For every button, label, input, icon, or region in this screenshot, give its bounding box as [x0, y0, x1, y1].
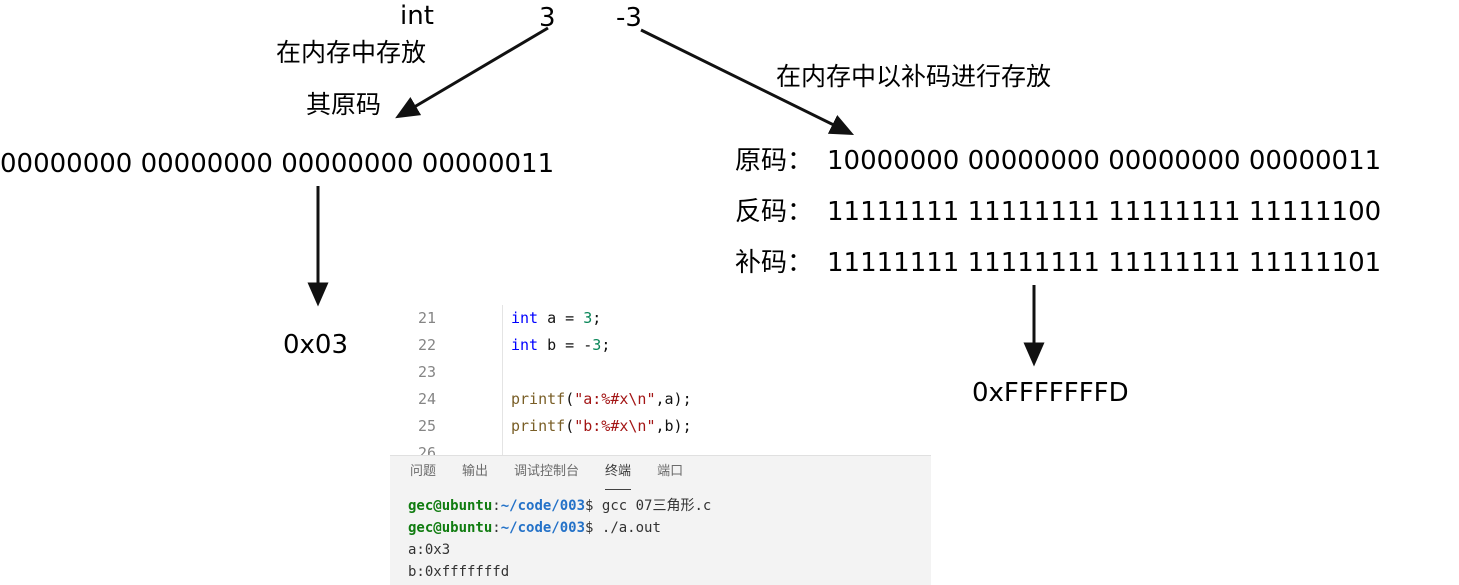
- code-line[interactable]: 25 printf("b:%#x\n",b);: [390, 413, 931, 440]
- line-number: 25: [417, 417, 436, 435]
- positive-binary-value: 00000000 00000000 00000000 00000011: [0, 149, 555, 179]
- line-number: 24: [417, 390, 436, 408]
- code-text: int a = 3;: [502, 305, 601, 332]
- code-token: 3: [583, 309, 593, 327]
- hex-result-positive: 0x03: [283, 330, 349, 360]
- code-token: printf: [511, 417, 566, 435]
- terminal-prompt-line: gec@ubuntu:~/code/003$ ./a.out: [408, 517, 931, 539]
- prompt-command: ./a.out: [601, 520, 661, 536]
- code-token: "a:%#x\n": [574, 390, 656, 408]
- int-type-label: int: [400, 1, 434, 31]
- code-token: ;: [592, 309, 602, 327]
- terminal-output-line: b:0xfffffffd: [408, 564, 510, 580]
- value-negative-3: -3: [616, 3, 642, 33]
- binary-row: 补码： 11111111 11111111 11111111 11111101: [735, 246, 1381, 280]
- code-line[interactable]: 22 int b = -3;: [390, 332, 931, 359]
- binary-row-label: 原码：: [735, 146, 814, 176]
- code-text: printf("b:%#x\n",b);: [502, 413, 692, 440]
- code-token: 3: [592, 336, 602, 354]
- prompt-symbol: $: [585, 498, 602, 514]
- tab-output[interactable]: 输出: [462, 464, 489, 479]
- binary-row: 反码： 11111111 11111111 11111111 11111100: [735, 195, 1381, 229]
- code-token: int: [511, 309, 539, 327]
- right-note: 在内存中以补码进行存放: [776, 62, 1052, 91]
- prompt-command: gcc 07三角形.c: [601, 498, 712, 514]
- left-note-line2: 其原码: [306, 90, 382, 119]
- code-text: [502, 359, 511, 386]
- terminal-prompt-line: gec@ubuntu:~/code/003$ gcc 07三角形.c: [408, 495, 931, 517]
- tab-terminal[interactable]: 终端: [605, 456, 632, 490]
- value-positive-3: 3: [539, 3, 556, 33]
- code-token: b = -: [538, 336, 593, 354]
- code-text: printf("a:%#x\n",a);: [502, 386, 692, 413]
- code-token: (: [565, 390, 575, 408]
- left-note-line1: 在内存中存放: [276, 38, 427, 67]
- right-binary-rows: 原码： 10000000 00000000 00000000 00000011 反码…: [735, 144, 1381, 297]
- code-text: int b = -3;: [502, 332, 610, 359]
- code-text: [502, 440, 511, 467]
- code-token: ,b);: [655, 417, 692, 435]
- binary-row-bits: 11111111 11111111 11111111 11111100: [827, 197, 1382, 227]
- binary-row-bits: 11111111 11111111 11111111 11111101: [827, 248, 1382, 278]
- terminal-tabs: 问题 输出 调试控制台 终端 端口: [390, 456, 931, 490]
- terminal-panel: 问题输出调试控制台终端端口 gec@ubuntu:~/code/003$ gcc…: [390, 455, 931, 585]
- code-token: int: [511, 336, 539, 354]
- binary-row-label: 补码：: [735, 248, 814, 278]
- code-token: (: [565, 417, 575, 435]
- code-token: a =: [538, 309, 584, 327]
- code-token: "b:%#x\n": [574, 417, 656, 435]
- prompt-path: ~/code/003: [500, 498, 586, 514]
- code-line[interactable]: 23: [390, 359, 931, 386]
- prompt-separator: :: [492, 520, 501, 536]
- code-line[interactable]: 24 printf("a:%#x\n",a);: [390, 386, 931, 413]
- code-token: ,a);: [655, 390, 692, 408]
- code-token: ;: [601, 336, 611, 354]
- tab-ports[interactable]: 端口: [657, 464, 684, 479]
- line-number: 21: [417, 309, 436, 327]
- prompt-symbol: $: [585, 520, 602, 536]
- prompt-separator: :: [492, 498, 501, 514]
- terminal-output-line: a:0x3: [408, 542, 451, 558]
- binary-row-label: 反码：: [735, 197, 814, 227]
- tab-problems[interactable]: 问题: [410, 464, 437, 479]
- prompt-user: gec@ubuntu: [408, 520, 493, 536]
- prompt-path: ~/code/003: [500, 520, 586, 536]
- line-number: 22: [417, 336, 436, 354]
- hex-result-negative: 0xFFFFFFFD: [972, 378, 1129, 408]
- code-line[interactable]: 21 int a = 3;: [390, 305, 931, 332]
- binary-row-bits: 10000000 00000000 00000000 00000011: [827, 146, 1382, 176]
- tab-debug-console[interactable]: 调试控制台: [514, 464, 580, 479]
- line-number: 23: [417, 363, 436, 381]
- code-token: printf: [511, 390, 566, 408]
- binary-row: 原码： 10000000 00000000 00000000 00000011: [735, 144, 1381, 178]
- prompt-user: gec@ubuntu: [408, 498, 493, 514]
